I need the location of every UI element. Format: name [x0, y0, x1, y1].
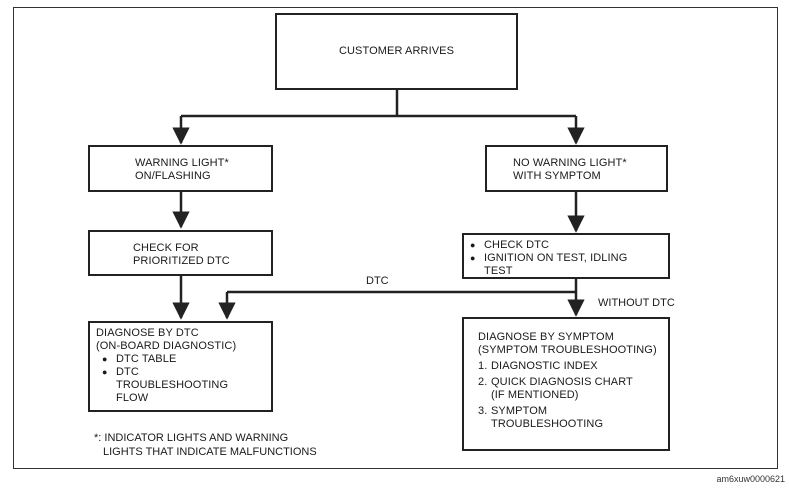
without-dtc-label: WITHOUT DTC	[598, 297, 675, 309]
diagnose-dtc-box: DIAGNOSE BY DTC (ON-BOARD DIAGNOSTIC) DT…	[88, 321, 273, 412]
check-prioritized-box: CHECK FOR PRIORITIZED DTC	[88, 230, 273, 276]
dtc-flow-item: DTC TROUBLESHOOTING FLOW	[100, 366, 228, 405]
no-warning-light-box: NO WARNING LIGHT* WITH SYMPTOM	[485, 145, 668, 192]
diagnose-symptom-list: 1. DIAGNOSTIC INDEX 2. QUICK DIAGNOSIS C…	[478, 360, 668, 431]
no-warning-line-2: WITH SYMPTOM	[513, 170, 601, 182]
diagnose-symptom-box: DIAGNOSE BY SYMPTOM (SYMPTOM TROUBLESHOO…	[462, 317, 670, 451]
symptom-step-3: 3. SYMPTOM TROUBLESHOOTING	[478, 405, 604, 430]
diagnose-dtc-heading-2: (ON-BOARD DIAGNOSTIC)	[96, 340, 237, 352]
diagram-frame	[13, 7, 778, 469]
document-id: am6xuw0000621	[716, 474, 785, 484]
warning-light-box: WARNING LIGHT* ON/FLASHING	[88, 145, 273, 192]
footnote: *: INDICATOR LIGHTS AND WARNING LIGHTS T…	[94, 431, 317, 459]
customer-arrives-label: CUSTOMER ARRIVES	[338, 45, 455, 57]
check-dtc-box: CHECK DTC IGNITION ON TEST, IDLING TEST	[462, 233, 670, 279]
warning-light-line-2: ON/FLASHING	[135, 170, 211, 182]
diagnose-symptom-heading-1: DIAGNOSE BY SYMPTOM	[478, 331, 614, 343]
check-dtc-item: CHECK DTC	[468, 239, 664, 252]
footnote-line-1: *: INDICATOR LIGHTS AND WARNING	[94, 432, 289, 444]
check-prioritized-line-1: CHECK FOR	[133, 242, 199, 254]
diagnose-dtc-heading-1: DIAGNOSE BY DTC	[96, 327, 199, 339]
diagnose-symptom-heading-2: (SYMPTOM TROUBLESHOOTING)	[478, 344, 657, 356]
symptom-step-2: 2. QUICK DIAGNOSIS CHART (IF MENTIONED)	[478, 376, 633, 401]
check-dtc-list: CHECK DTC IGNITION ON TEST, IDLING TEST	[468, 239, 664, 278]
customer-arrives-box: CUSTOMER ARRIVES	[275, 13, 518, 90]
ignition-test-item: IGNITION ON TEST, IDLING TEST	[468, 252, 654, 278]
symptom-step-1: 1. DIAGNOSTIC INDEX	[478, 360, 598, 372]
warning-light-line-1: WARNING LIGHT*	[135, 157, 229, 169]
no-warning-line-1: NO WARNING LIGHT*	[513, 157, 627, 169]
check-prioritized-line-2: PRIORITIZED DTC	[133, 255, 230, 267]
diagnose-dtc-list: DTC TABLE DTC TROUBLESHOOTING FLOW	[100, 353, 271, 405]
dtc-label: DTC	[366, 275, 389, 287]
footnote-line-2: LIGHTS THAT INDICATE MALFUNCTIONS	[103, 446, 317, 458]
dtc-table-item: DTC TABLE	[100, 353, 271, 366]
